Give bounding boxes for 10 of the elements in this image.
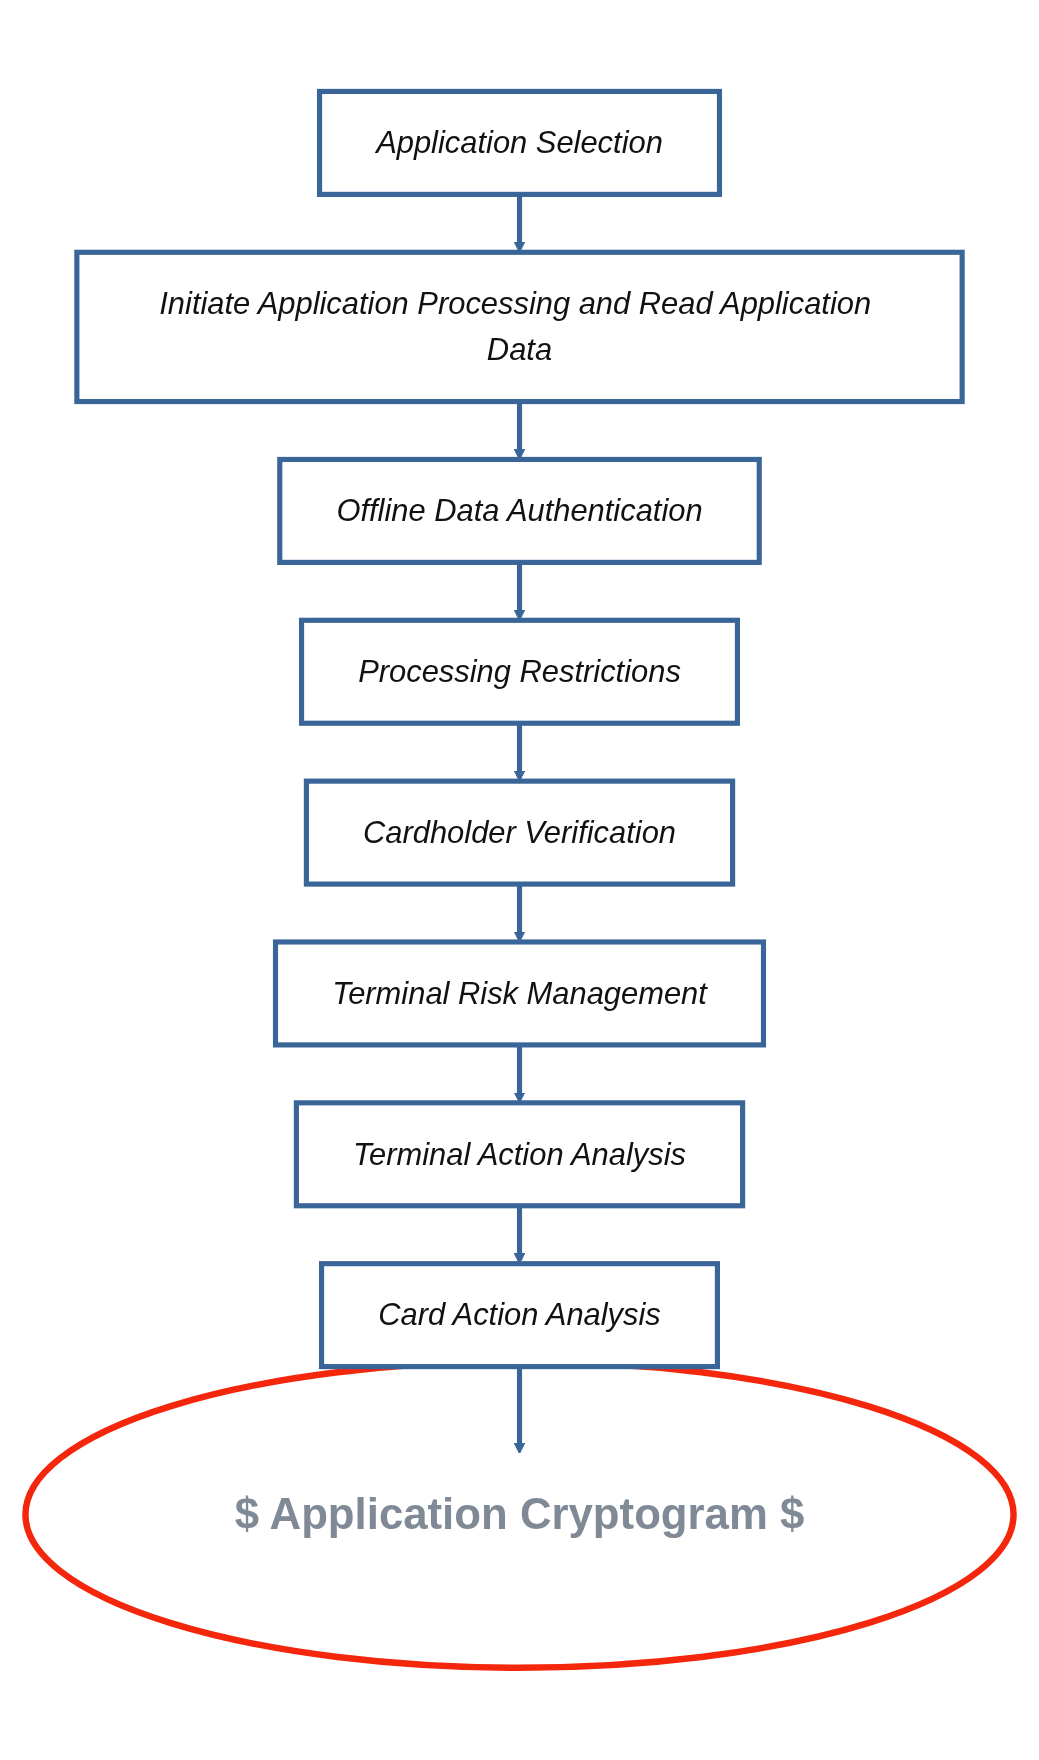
arrow [513, 1367, 526, 1455]
node-text: $ Application Cryptogram $ [234, 1489, 805, 1539]
node-box: Application Selection [316, 89, 723, 198]
node-box: Card Action Analysis [319, 1261, 720, 1370]
node-box: Processing Restrictions [298, 618, 741, 727]
node-box: Terminal Risk Management [272, 939, 767, 1048]
node-box: Terminal Action Analysis [293, 1100, 746, 1209]
node-box: Initiate Application Processing and Read Application Data [74, 250, 965, 405]
node-box: Offline Data Authentication [277, 457, 762, 566]
node-box: Cardholder Verification [303, 779, 736, 888]
